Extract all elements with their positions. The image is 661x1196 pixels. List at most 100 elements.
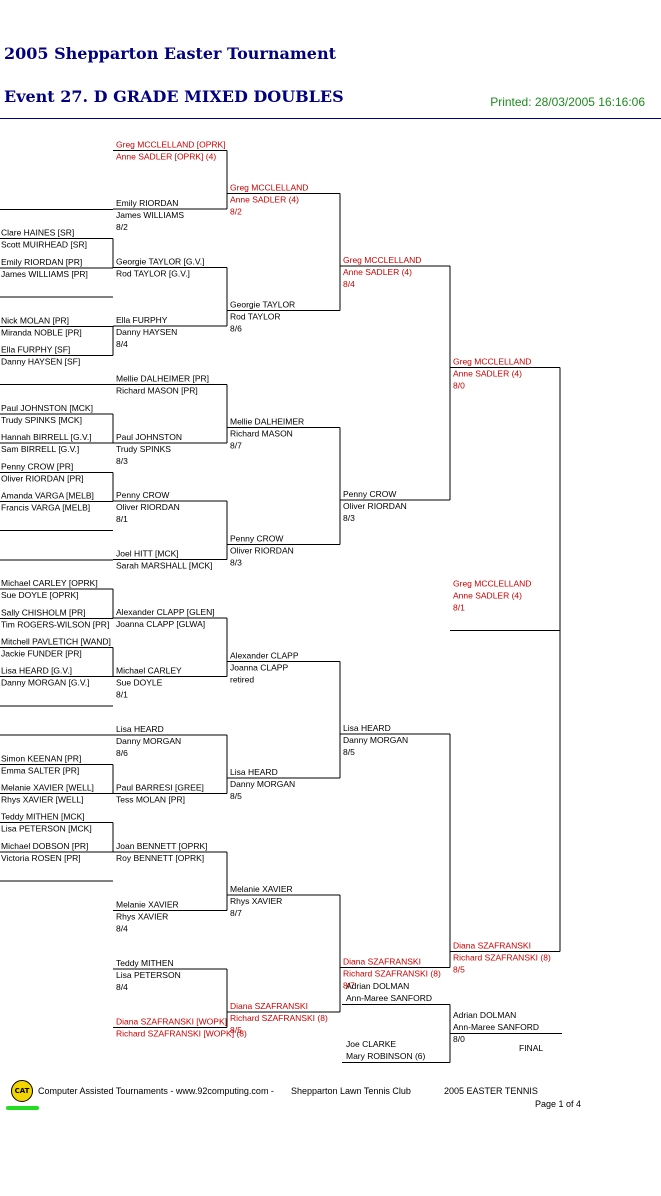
round2-player2: Roy BENNETT [OPRK] (116, 853, 204, 863)
round3-player2: Rhys XAVIER (230, 896, 282, 906)
round4-player1: Diana SZAFRANSKI (343, 957, 421, 967)
round2-player2: Oliver RIORDAN (116, 502, 180, 512)
r1-player2: Rhys XAVIER [WELL] (1, 795, 84, 805)
round3-player2: Richard SZAFRANSKI (8) (230, 1013, 328, 1023)
footer-event: 2005 EASTER TENNIS (444, 1086, 538, 1096)
r1-player1: Melanie XAVIER [WELL] (1, 783, 94, 793)
r1-player1: Emily RIORDAN [PR] (1, 257, 82, 267)
final-label: FINAL (519, 1043, 543, 1053)
round2-player2: Trudy SPINKS (116, 444, 171, 454)
round2-player2: Rod TAYLOR [G.V.] (116, 268, 190, 278)
r1-player2: Danny HAYSEN [SF] (1, 357, 80, 367)
playoff-result-player2: Ann-Maree SANFORD (453, 1022, 539, 1032)
playoff-team2-player2: Mary ROBINSON (6) (346, 1051, 426, 1061)
r1-player1: Mitchell PAVLETICH [WAND] (1, 637, 111, 647)
r1-player2: Sam BIRRELL [G.V.] (1, 444, 79, 454)
event-title: Event 27. D GRADE MIXED DOUBLES (4, 87, 344, 106)
round3-score: 8/5 (230, 1025, 242, 1035)
round4-score: 8/7 (343, 981, 355, 991)
round2-player1: Mellie DALHEIMER [PR] (116, 373, 209, 383)
r1-player2: Oliver RIORDAN [PR] (1, 473, 84, 483)
round4-score: 8/3 (343, 513, 355, 523)
playoff-result-player1: Adrian DOLMAN (453, 1010, 516, 1020)
round4-player2: Danny MORGAN (343, 735, 408, 745)
playoff-result-score: 8/0 (453, 1034, 465, 1044)
round3-player1: Lisa HEARD (230, 767, 278, 777)
round3-score: 8/3 (230, 557, 242, 567)
round2-score: 8/2 (116, 222, 128, 232)
round3-player1: Penny CROW (230, 533, 283, 543)
round2-player2: Lisa PETERSON (116, 970, 181, 980)
r1-player1: Lisa HEARD [G.V.] (1, 666, 72, 676)
round2-score: 8/4 (116, 339, 128, 349)
round2-player1: Greg MCCLELLAND [OPRK] (116, 140, 226, 150)
round3-player1: Alexander CLAPP (230, 650, 299, 660)
round4-player2: Anne SADLER (4) (343, 267, 412, 277)
playoff-team2-player1: Joe CLARKE (346, 1039, 396, 1049)
round2-player2: Joanna CLAPP [GLWA] (116, 619, 205, 629)
header-rule (0, 118, 661, 119)
tournament-title: 2005 Shepparton Easter Tournament (4, 44, 336, 63)
round4-score: 8/4 (343, 279, 355, 289)
round2-player1: Paul BARRESI [GREE] (116, 782, 204, 792)
round2-score: 8/6 (116, 748, 128, 758)
round3-score: 8/7 (230, 908, 242, 918)
round3-player2: Rod TAYLOR (230, 312, 281, 322)
r1-player2: Sue DOYLE [OPRK] (1, 590, 78, 600)
logo-underline (6, 1106, 39, 1110)
round2-player1: Melanie XAVIER (116, 899, 179, 909)
r1-player1: Ella FURPHY [SF] (1, 345, 70, 355)
round3-player1: Melanie XAVIER (230, 884, 293, 894)
round4-player1: Penny CROW (343, 489, 396, 499)
round2-score: 8/4 (116, 923, 128, 933)
round2-player2: Sarah MARSHALL [MCK] (116, 561, 213, 571)
round3-player1: Greg MCCLELLAND (230, 183, 308, 193)
printed-timestamp: Printed: 28/03/2005 16:16:06 (490, 95, 645, 109)
round2-player1: Lisa HEARD (116, 724, 164, 734)
round3-player2: Anne SADLER (4) (230, 195, 299, 205)
footer-credit: Computer Assisted Tournaments - www.92co… (38, 1086, 274, 1096)
r1-player2: Trudy SPINKS [MCK] (1, 415, 82, 425)
r1-player2: Lisa PETERSON [MCK] (1, 824, 92, 834)
r1-player1: Clare HAINES [SR] (1, 228, 74, 238)
round3-player2: Richard MASON (230, 429, 293, 439)
round2-player2: Rhys XAVIER (116, 911, 168, 921)
round2-player2: Sue DOYLE (116, 678, 163, 688)
round5-score: 8/5 (453, 965, 465, 975)
playoff-team1-player2: Ann-Maree SANFORD (346, 993, 432, 1003)
round2-player1: Alexander CLAPP [GLEN] (116, 607, 215, 617)
round4-player2: Richard SZAFRANSKI (8) (343, 969, 441, 979)
round2-player1: Joan BENNETT [OPRK] (116, 841, 207, 851)
round3-score: 8/2 (230, 207, 242, 217)
round2-player1: Georgie TAYLOR [G.V.] (116, 256, 205, 266)
round2-player1: Ella FURPHY (116, 315, 168, 325)
round5-player1: Greg MCCLELLAND (453, 357, 531, 367)
r1-player1: Simon KEENAN [PR] (1, 753, 81, 763)
round3-score: 8/6 (230, 324, 242, 334)
r1-player2: Scott MUIRHEAD [SR] (1, 240, 87, 250)
round3-player2: Danny MORGAN (230, 779, 295, 789)
round2-player1: Teddy MITHEN (116, 958, 174, 968)
round3-player1: Georgie TAYLOR (230, 300, 295, 310)
round2-score: 8/3 (116, 456, 128, 466)
round5-player2: Anne SADLER (4) (453, 369, 522, 379)
round3-player2: Oliver RIORDAN (230, 545, 294, 555)
page-number: Page 1 of 4 (535, 1099, 582, 1109)
round2-player1: Emily RIORDAN (116, 198, 178, 208)
r1-player1: Penny CROW [PR] (1, 461, 73, 471)
round2-player1: Joel HITT [MCK] (116, 549, 179, 559)
r1-player2: Danny MORGAN [G.V.] (1, 678, 90, 688)
r1-player2: Miranda NOBLE [PR] (1, 327, 82, 337)
r1-player1: Hannah BIRRELL [G.V.] (1, 432, 92, 442)
round5-score: 8/0 (453, 381, 465, 391)
round2-player2: Anne SADLER [OPRK] (4) (116, 152, 216, 162)
footer-club: Shepparton Lawn Tennis Club (291, 1086, 411, 1096)
r1-player2: Francis VARGA [MELB] (1, 503, 90, 513)
round2-score: 8/4 (116, 982, 128, 992)
r1-player1: Michael DOBSON [PR] (1, 841, 88, 851)
round2-player1: Penny CROW (116, 490, 169, 500)
round4-score: 8/5 (343, 747, 355, 757)
r1-player1: Amanda VARGA [MELB] (1, 491, 94, 501)
r1-player2: James WILLIAMS [PR] (1, 269, 88, 279)
